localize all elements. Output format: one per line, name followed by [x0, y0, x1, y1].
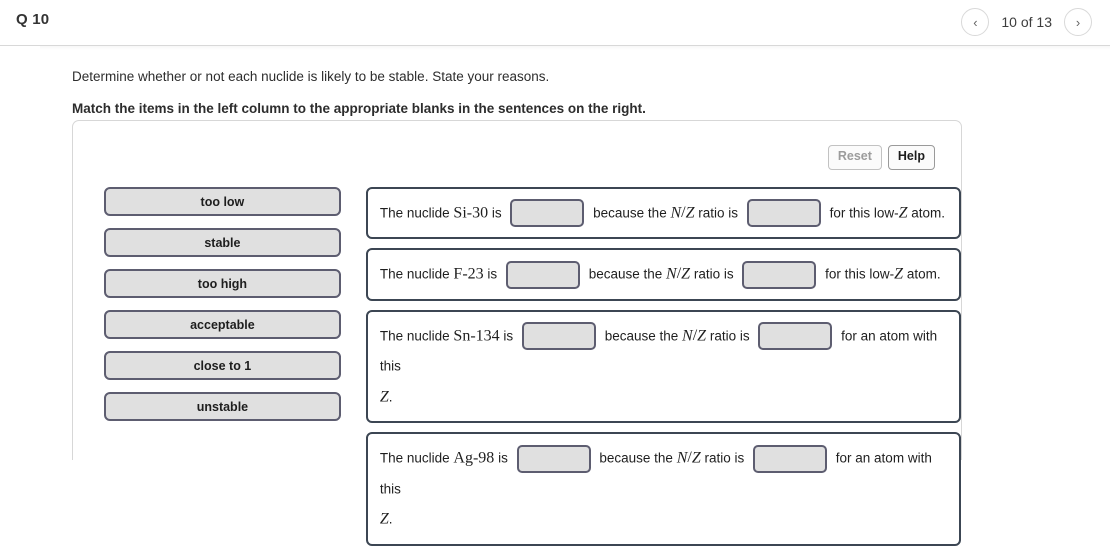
- drop-blank-1[interactable]: [505, 260, 580, 289]
- ratio-n: N: [670, 204, 682, 222]
- sentence-card: The nuclide Sn-134 is because the N/Z ra…: [365, 309, 961, 424]
- page-title: Q 10: [16, 11, 50, 28]
- sentence-mid: because the: [593, 205, 667, 221]
- ratio-n: N: [676, 449, 688, 467]
- nuclide-label: F-23: [453, 265, 484, 283]
- question-prompt: Determine whether or not each nuclide is…: [0, 46, 1110, 119]
- sentence-lead: The nuclide: [379, 328, 450, 344]
- sentence-list: The nuclide Si-30 is because the N/Z rat…: [365, 187, 961, 546]
- drop-blank-1[interactable]: [516, 444, 591, 473]
- sentence-card: The nuclide F-23 is because the N/Z rati…: [365, 248, 961, 301]
- page-counter: 10 of 13: [1001, 14, 1052, 30]
- nuclide-label: Ag-98: [453, 449, 495, 467]
- ratio-slash: /: [692, 326, 698, 344]
- sentence-card: The nuclide Si-30 is because the N/Z rat…: [365, 187, 961, 240]
- chevron-right-icon[interactable]: ›: [1064, 8, 1092, 36]
- drop-blank-2[interactable]: [746, 199, 821, 228]
- bank-item[interactable]: close to 1: [104, 351, 341, 380]
- sentence-tail-before-z: for this low-: [829, 205, 899, 221]
- ratio-z: Z: [691, 449, 701, 467]
- bank-item[interactable]: too low: [104, 187, 341, 216]
- chevron-left-icon[interactable]: ‹: [961, 8, 990, 36]
- ratio-z: Z: [697, 327, 707, 345]
- sentence-tail-before-z: for an atom with this: [379, 328, 938, 374]
- ratio-tail: ratio is: [693, 266, 734, 282]
- page-header: Q 10 ‹ 10 of 13 ›: [0, 0, 1110, 46]
- bank-item[interactable]: too high: [104, 269, 341, 298]
- matching-activity-panel: Reset Help too low stable too high accep…: [72, 120, 962, 546]
- activity-toolbar: Reset Help: [827, 145, 935, 170]
- sentence-lead: The nuclide: [379, 266, 450, 282]
- sentence-tail-after-z: .: [388, 511, 393, 527]
- sentence-mid: because the: [588, 266, 663, 282]
- item-bank: too low stable too high acceptable close…: [104, 187, 341, 421]
- sentence-mid: because the: [599, 450, 673, 466]
- sentence-after-nuclide: is: [503, 328, 514, 344]
- nuclide-label: Si-30: [453, 204, 489, 222]
- sentence-lead: The nuclide: [379, 450, 450, 466]
- sentence-after-nuclide: is: [498, 450, 508, 466]
- tail-z: Z: [898, 204, 908, 222]
- ratio-tail: ratio is: [698, 205, 739, 221]
- reset-button[interactable]: Reset: [827, 145, 882, 170]
- sentence-tail-after-z: .: [388, 389, 393, 405]
- pagination-controls: ‹ 10 of 13 ›: [961, 8, 1092, 36]
- tail-z: Z: [894, 265, 904, 283]
- drop-blank-2[interactable]: [742, 260, 817, 289]
- question-instruction: Determine whether or not each nuclide is…: [72, 69, 550, 84]
- ratio-tail: ratio is: [704, 450, 745, 466]
- drop-blank-2[interactable]: [758, 322, 833, 351]
- sentence-card: The nuclide Ag-98 is because the N/Z rat…: [365, 432, 961, 546]
- sentence-mid: because the: [604, 328, 679, 344]
- sentence-tail-after-z: atom.: [911, 205, 946, 221]
- bank-item[interactable]: unstable: [104, 392, 341, 421]
- ratio-tail: ratio is: [709, 328, 750, 344]
- help-button[interactable]: Help: [887, 145, 935, 170]
- bank-item[interactable]: acceptable: [104, 310, 341, 339]
- ratio-slash: /: [676, 265, 682, 283]
- ratio-z: Z: [685, 204, 695, 222]
- nuclide-label: Sn-134: [453, 327, 500, 345]
- drop-blank-2[interactable]: [753, 444, 828, 473]
- sentence-tail-before-z: for this low-: [825, 266, 895, 282]
- ratio-n: N: [666, 265, 677, 283]
- ratio-n: N: [682, 327, 693, 345]
- sentence-lead: The nuclide: [379, 205, 450, 221]
- sentence-after-nuclide: is: [491, 205, 502, 221]
- sentence-after-nuclide: is: [487, 266, 498, 282]
- question-directive: Match the items in the left column to th…: [72, 100, 646, 116]
- ratio-z: Z: [681, 265, 691, 283]
- bank-item[interactable]: stable: [104, 228, 341, 257]
- tail-z: Z: [379, 510, 389, 528]
- tail-z: Z: [379, 388, 389, 406]
- drop-blank-1[interactable]: [510, 199, 585, 228]
- activity-columns: too low stable too high acceptable close…: [73, 187, 961, 546]
- drop-blank-1[interactable]: [521, 322, 596, 351]
- ratio-slash: /: [681, 204, 686, 221]
- sentence-tail-after-z: atom.: [906, 266, 941, 282]
